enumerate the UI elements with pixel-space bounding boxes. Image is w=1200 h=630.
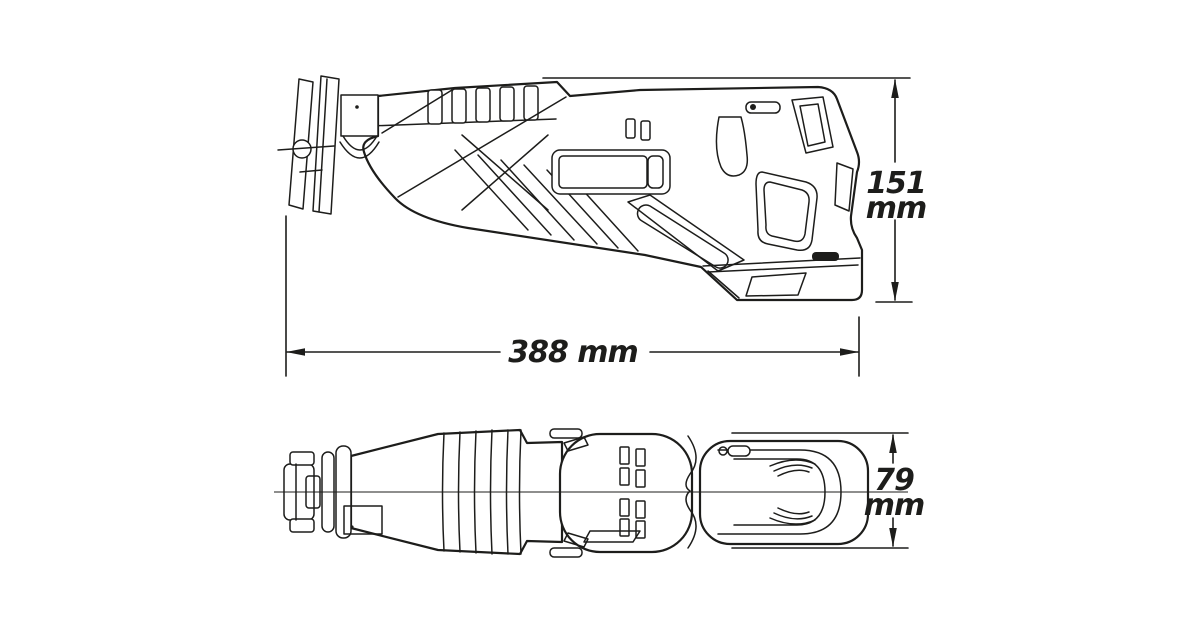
shoe-tick-line-2 (299, 169, 323, 173)
motor-housing (558, 432, 694, 554)
dimension-width-value: 79 (874, 463, 914, 498)
mid-rib-slot (625, 118, 636, 139)
vent-slot (619, 446, 630, 465)
vent-slot (619, 467, 630, 486)
blade-clamp-block (340, 94, 379, 137)
vent-slot (619, 498, 630, 517)
clamp-tab-top (289, 451, 315, 466)
handle-fan-arc (769, 517, 816, 525)
side-view (277, 75, 864, 302)
dimension-height-value: 151 (866, 166, 926, 201)
dimension-length-388: 388 mm (285, 215, 860, 377)
handle-fan-arc (769, 459, 816, 467)
handle-top-pill (727, 445, 751, 457)
dimension-length-label: 388 mm (508, 335, 638, 370)
lock-button-dot (750, 104, 756, 110)
rail-rib-slot (523, 85, 539, 121)
rear-accent-panel (834, 162, 854, 212)
housing-rib-line (523, 164, 598, 245)
front-strut (627, 194, 745, 272)
motor-side-panel-inner (558, 155, 648, 189)
dimension-width-unit: mm (864, 488, 925, 523)
battery-top-line-2 (707, 264, 859, 273)
top-view (274, 428, 908, 558)
handle-fan-arc (773, 512, 813, 520)
battery-release-slot (812, 252, 839, 261)
nose-notch-dot (350, 525, 354, 529)
handle-fan-arc (773, 464, 813, 472)
blade-clamp-collar-2 (339, 141, 380, 159)
nose-notch (343, 505, 383, 535)
arrow-right (840, 348, 859, 356)
rear-accent-panel (791, 96, 834, 154)
battery-label (745, 272, 807, 297)
arrow-up (891, 79, 899, 98)
vent-slot (635, 448, 646, 467)
mid-rib-slot (640, 120, 651, 141)
battery-front-step (707, 270, 740, 299)
arrow-up (889, 434, 897, 453)
housing-corner-quad (563, 436, 589, 452)
housing-side-tab (549, 547, 583, 558)
motor-side-panel (551, 149, 671, 195)
vent-slot (635, 469, 646, 488)
housing-side-tab (549, 428, 583, 439)
rail-rib-slot (451, 88, 467, 124)
shoe-tick-line (277, 145, 335, 151)
handle-fan-arc (777, 507, 810, 515)
vent-slot (619, 518, 630, 537)
handle-top-ring (718, 446, 728, 456)
dimension-height-151: 151 mm (542, 77, 927, 303)
arrow-down (889, 528, 897, 547)
vent-slot (635, 500, 646, 519)
strut-cross-line (461, 134, 549, 211)
rail-rib-slot (475, 87, 491, 123)
shoe-plate-rear (312, 75, 340, 215)
arrow-down (891, 282, 899, 301)
vent-slot (635, 520, 646, 539)
handle-loop-cutout (755, 171, 818, 252)
clamp-tab-bottom (289, 518, 315, 533)
shoe-plate-rear-line (318, 78, 328, 213)
body-edge-diagonal (381, 89, 453, 134)
blade-clamp-collar (342, 135, 378, 151)
dimension-height-unit: mm (866, 191, 927, 226)
rail-rib-slot (499, 86, 515, 122)
housing-rib-line (454, 149, 529, 231)
rear-accent-panel-inner (799, 103, 826, 147)
housing-rib-line (477, 154, 552, 236)
body-edge-diagonal (397, 96, 567, 198)
trigger (715, 116, 749, 177)
handle-fan-arc (777, 469, 810, 477)
rail-rib-slot (427, 89, 443, 125)
motor-panel-endcap (647, 155, 664, 189)
housing-corner-quad (563, 532, 589, 548)
dimension-width-79: 79 mm (731, 432, 925, 549)
housing-bottom-label (583, 530, 641, 543)
handle-loop-cutout-inner (763, 181, 810, 243)
arrow-left (286, 348, 305, 356)
front-strut-slot (636, 204, 729, 269)
handle-transition-wave (685, 435, 697, 549)
blade-clamp-dot (355, 105, 359, 109)
